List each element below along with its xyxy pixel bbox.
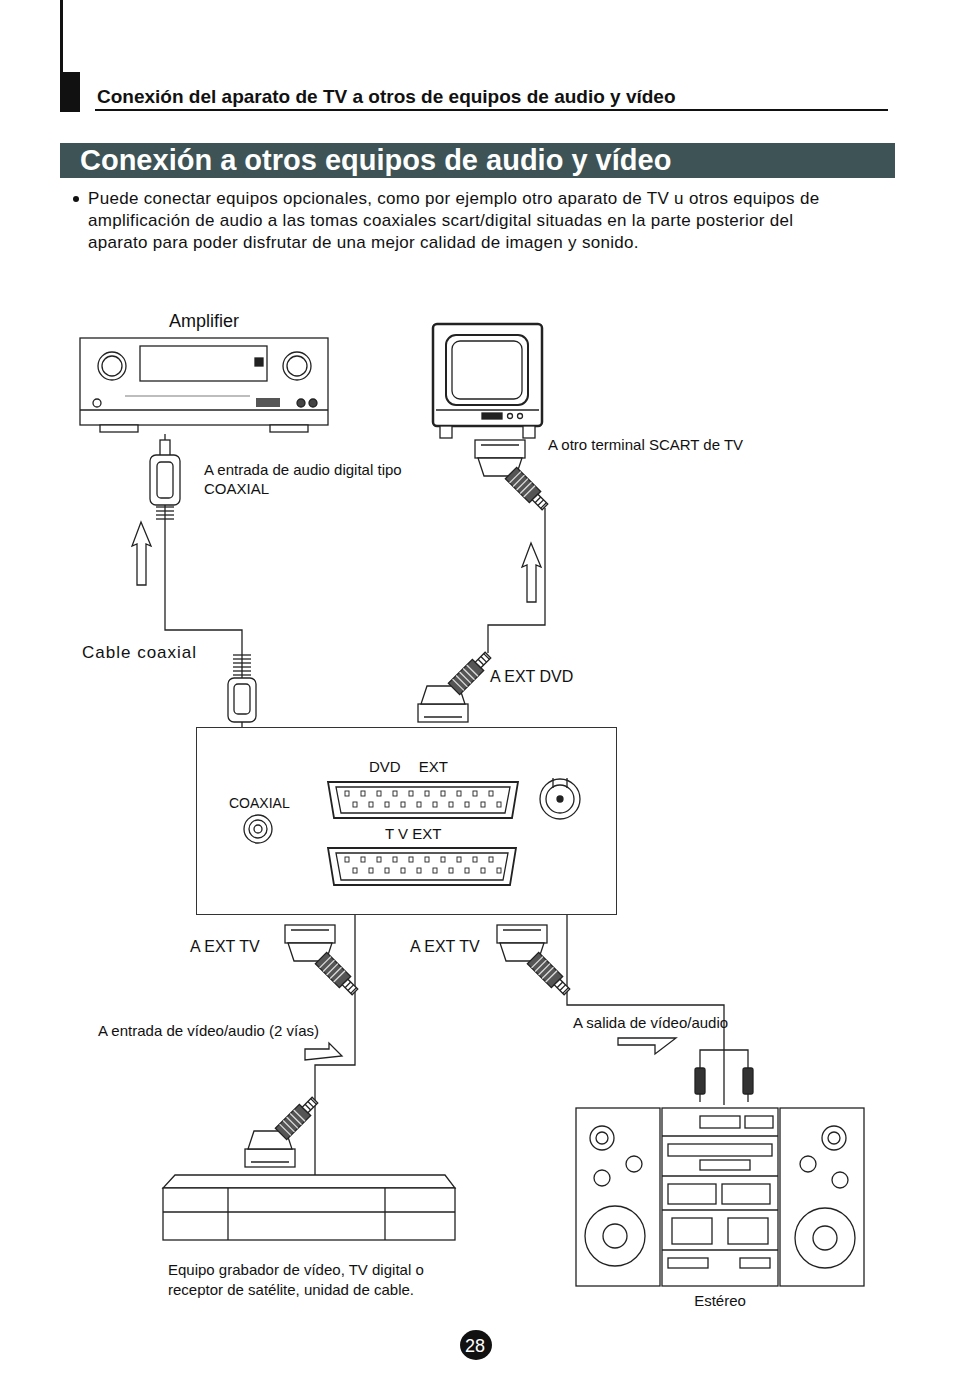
coaxial-input-note: A entrada de audio digital tipo COAXIAL: [204, 460, 419, 498]
node-text: 28: [460, 1335, 490, 1357]
node-text: COAXIAL: [229, 795, 290, 812]
node-text: Estéreo: [575, 1292, 865, 1310]
node-text: Equipo grabador de vídeo, TV digital o r…: [168, 1260, 458, 1300]
port-label: A EXT TV: [410, 937, 480, 957]
cable-connector: [567, 915, 724, 1105]
recorder-device: Equipo grabador de vídeo, TV digital o r…: [160, 1175, 460, 1302]
intro-paragraph: Puede conectar equipos opcionales, como …: [88, 188, 858, 254]
amplifier: Amplifier: [78, 308, 332, 434]
section-subtitle: Conexión del aparato de TV a otros de eq…: [97, 85, 676, 109]
port-label: A EXT DVD: [490, 667, 573, 687]
node-text: DVD EXT: [369, 758, 448, 776]
input-note: A entrada de vídeo/audio (2 vías): [98, 1021, 319, 1040]
stereo-system: Estéreo: [575, 1105, 867, 1317]
scart-note: A otro terminal SCART de TV: [548, 435, 743, 454]
output-note: A salida de vídeo/audio: [573, 1013, 728, 1032]
node-text: T V EXT: [385, 825, 441, 843]
port-label: A EXT TV: [190, 937, 260, 957]
node-text: Amplifier: [78, 310, 330, 332]
cable-label: Cable coaxial: [80, 643, 199, 663]
title-band-text: Conexión a otros equipos de audio y víde…: [80, 142, 671, 178]
rear-panel: DVD EXT COAXIAL T V EXT: [196, 727, 617, 915]
page-number-badge: 28: [460, 1330, 492, 1360]
